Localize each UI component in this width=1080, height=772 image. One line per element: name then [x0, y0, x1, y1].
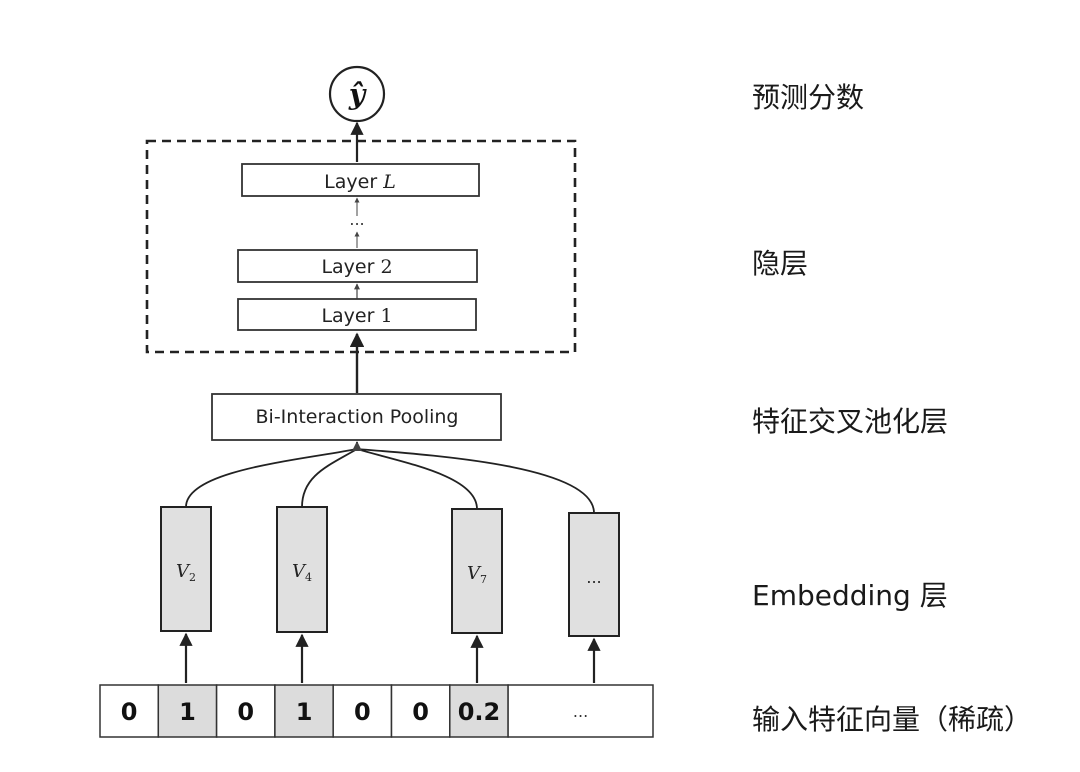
connector-emb-2 [301, 448, 358, 508]
label-embedding: Embedding 层 [752, 579, 948, 612]
connector-emb-4 [356, 448, 595, 514]
embedding-box-1 [160, 506, 212, 632]
input-cell-value: 0 [354, 698, 371, 726]
layer-1-label: Layer 1 [321, 305, 392, 327]
label-hidden: 隐层 [752, 247, 809, 280]
input-cell [390, 684, 451, 738]
input-cell [215, 684, 276, 738]
layer-1-box [237, 298, 477, 331]
input-cell [449, 684, 509, 738]
embedding-label-4: ... [586, 568, 601, 587]
input-cell-value: 0 [237, 698, 254, 726]
embedding-box-4 [568, 512, 620, 637]
input-cell-value: 0.2 [458, 698, 501, 726]
input-cell [332, 684, 393, 738]
layer-2-label: Layer 2 [321, 256, 392, 278]
output-node [328, 65, 386, 123]
connector-emb-3 [356, 448, 478, 510]
hidden-ellipsis: ... [349, 210, 364, 229]
input-cell [274, 684, 334, 738]
output-symbol: ŷ [348, 78, 367, 111]
input-cell-value: 1 [179, 698, 196, 726]
pooling-label: Bi-Interaction Pooling [256, 406, 459, 428]
pooling-box [211, 393, 502, 441]
layer-L-box [241, 163, 480, 197]
connector-emb-1 [185, 448, 358, 508]
embedding-label-1: V2 [176, 561, 196, 584]
input-cell [157, 684, 218, 738]
label-input: 输入特征向量（稀疏） [752, 703, 1033, 736]
input-tail-ellipsis: ... [573, 702, 588, 721]
label-pooling: 特征交叉池化层 [752, 405, 949, 438]
label-prediction: 预测分数 [752, 81, 865, 114]
embedding-box-3 [451, 508, 503, 634]
input-cell-tail [507, 684, 654, 738]
input-cell-value: 0 [412, 698, 429, 726]
input-cell-value: 1 [296, 698, 313, 726]
embedding-label-2: V4 [292, 561, 312, 584]
embedding-label-3: V7 [467, 563, 487, 586]
input-cell-value: 0 [121, 698, 138, 726]
layer-L-label: Layer L [324, 171, 396, 193]
embedding-box-2 [276, 506, 328, 633]
layer-2-box [237, 249, 478, 283]
hidden-layers-frame [145, 139, 577, 354]
input-vector: 0 1 0 1 0 0 0.2... [99, 684, 654, 738]
